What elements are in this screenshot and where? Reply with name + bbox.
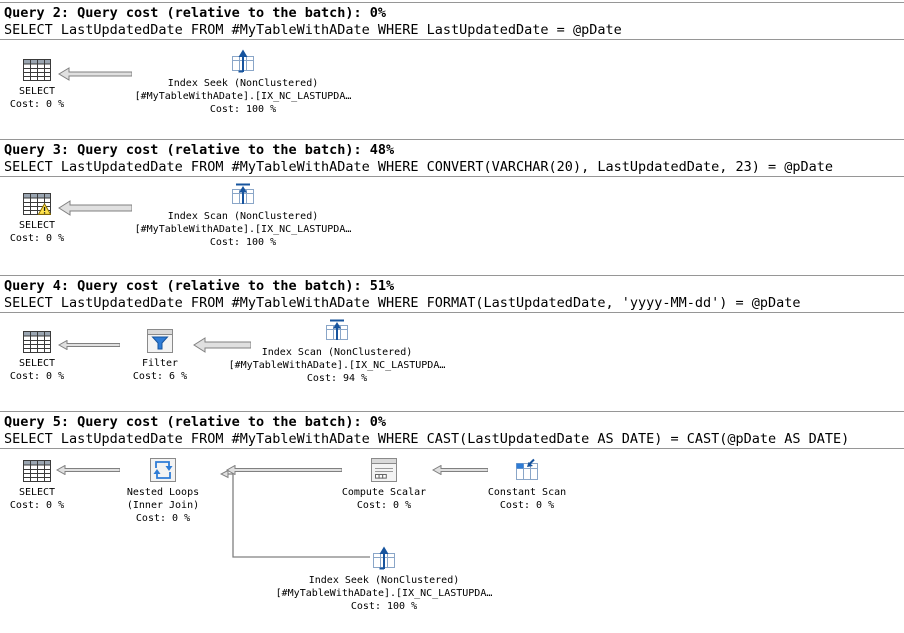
select-operator-node[interactable]: SELECT Cost: 0 % [6,331,68,383]
operator-name-label: SELECT [18,487,56,498]
divider [0,312,904,313]
divider [0,448,904,449]
divider [0,176,904,177]
select-operator-node[interactable]: SELECT Cost: 0 % [6,460,68,512]
filter-operator-node[interactable]: Filter Cost: 6 % [129,329,191,383]
operator-cost-label: Cost: 0 % [135,513,191,524]
query-header: Query 5: Query cost (relative to the bat… [4,414,387,430]
index-scan-icon [230,182,256,206]
constant-scan-icon [514,458,540,482]
result-grid-icon [23,59,51,81]
row-flow-arrow-thick [58,200,132,216]
query-header: Query 4: Query cost (relative to the bat… [4,278,395,294]
operator-object-label: [#MyTableWithADate].[IX_NC_LASTUPDA… [228,360,446,371]
compute-scalar-operator-node[interactable]: Compute Scalar Cost: 0 % [329,458,439,512]
operator-name-label: Index Scan (NonClustered) [261,347,413,358]
result-grid-icon [23,331,51,353]
row-flow-arrow-thick [193,337,251,353]
query2-section: Query 2: Query cost (relative to the bat… [0,2,904,139]
elbow-flow-arrow [220,469,370,558]
nested-loops-operator-node[interactable]: Nested Loops (Inner Join) Cost: 0 % [115,458,211,525]
operator-name-label: SELECT [18,86,56,97]
divider [0,39,904,40]
select-operator-node[interactable]: SELECT Cost: 0 % [6,193,68,245]
operator-cost-label: Cost: 0 % [9,371,65,382]
query-header: Query 3: Query cost (relative to the bat… [4,142,395,158]
filter-funnel-icon [147,329,173,353]
select-operator-node[interactable]: SELECT Cost: 0 % [6,59,68,111]
operator-object-label: [#MyTableWithADate].[IX_NC_LASTUPDA… [134,224,352,235]
row-flow-arrow [58,340,120,350]
index-scan-icon [324,318,350,342]
compute-scalar-icon [371,458,397,482]
query-sql-text: SELECT LastUpdatedDate FROM #MyTableWith… [4,431,850,447]
operator-cost-label: Cost: 94 % [306,373,368,384]
operator-name-label: Constant Scan [487,487,567,498]
index-scan-operator-node[interactable]: Index Scan (NonClustered) [#MyTableWithA… [207,318,467,385]
query5-section: Query 5: Query cost (relative to the bat… [0,411,904,633]
query3-section: Query 3: Query cost (relative to the bat… [0,139,904,275]
operator-cost-label: Cost: 6 % [132,371,188,382]
operator-name-label: Index Scan (NonClustered) [167,211,319,222]
operator-cost-label: Cost: 100 % [209,104,277,115]
operator-name-label: SELECT [18,220,56,231]
operator-cost-label: Cost: 0 % [499,500,555,511]
operator-name-label: Filter [141,358,179,369]
query-sql-text: SELECT LastUpdatedDate FROM #MyTableWith… [4,22,622,38]
operator-name-label: SELECT [18,358,56,369]
row-flow-arrow [432,465,488,475]
operator-cost-label: Cost: 0 % [9,99,65,110]
nested-loops-icon [150,458,176,482]
operator-cost-label: Cost: 0 % [9,233,65,244]
operator-object-label: [#MyTableWithADate].[IX_NC_LASTUPDA… [134,91,352,102]
row-flow-arrow [56,465,120,475]
operator-object-label: [#MyTableWithADate].[IX_NC_LASTUPDA… [275,588,493,599]
query-header: Query 2: Query cost (relative to the bat… [4,5,387,21]
warning-triangle-icon [38,203,51,215]
constant-scan-operator-node[interactable]: Constant Scan Cost: 0 % [477,458,577,512]
query4-section: Query 4: Query cost (relative to the bat… [0,275,904,411]
operator-name-label: Nested Loops [126,487,200,498]
operator-cost-label: Cost: 100 % [350,601,418,612]
index-seek-operator-node[interactable]: Index Seek (NonClustered) [#MyTableWithA… [254,546,514,613]
operator-name-label: Index Seek (NonClustered) [308,575,460,586]
query-sql-text: SELECT LastUpdatedDate FROM #MyTableWith… [4,159,834,175]
operator-cost-label: Cost: 0 % [9,500,65,511]
operator-name-label: Index Seek (NonClustered) [167,78,319,89]
operator-cost-label: Cost: 0 % [356,500,412,511]
index-seek-icon [371,546,397,570]
index-scan-operator-node[interactable]: Index Scan (NonClustered) [#MyTableWithA… [113,182,373,249]
operator-cost-label: Cost: 100 % [209,237,277,248]
operator-subtype-label: (Inner Join) [126,500,200,511]
operator-name-label: Compute Scalar [341,487,427,498]
index-seek-operator-node[interactable]: Index Seek (NonClustered) [#MyTableWithA… [113,49,373,116]
query-sql-text: SELECT LastUpdatedDate FROM #MyTableWith… [4,295,801,311]
result-grid-icon [23,460,51,482]
row-flow-arrow [226,465,342,475]
row-flow-arrow [58,67,132,81]
index-seek-icon [230,49,256,73]
